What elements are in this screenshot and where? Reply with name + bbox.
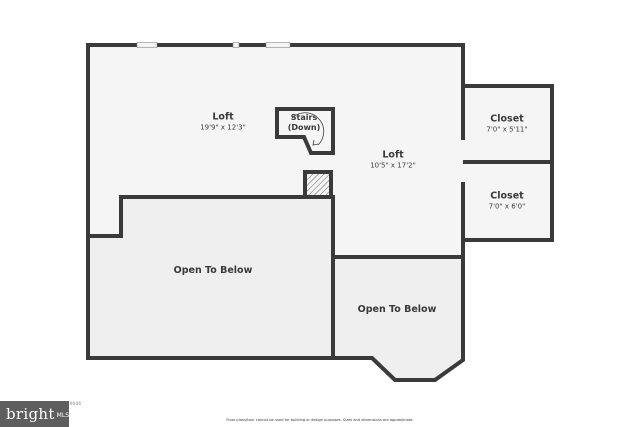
- stairs-arrow-icon: [291, 112, 325, 146]
- closet-top-floor: [463, 86, 552, 162]
- closet-bottom-floor: [463, 162, 552, 240]
- window-1: [136, 42, 158, 48]
- stairs-label: Stairs (Down): [287, 113, 321, 132]
- wall-left-bottom: [86, 236, 465, 382]
- wall-interior-step: [88, 195, 335, 358]
- window-3: [265, 42, 291, 48]
- stairs-arrowhead-icon: [312, 139, 319, 146]
- room-label-closet-top: Closet 7'0" x 5'11": [486, 113, 528, 134]
- window-2: [232, 42, 240, 48]
- room-label-closet-bottom: Closet 7'0" x 6'0": [488, 190, 526, 211]
- column-hatch: [307, 174, 329, 195]
- address-fragment: PA 19046: [60, 402, 82, 407]
- disclaimer-text: Floor plans/tour cannot be used for buil…: [226, 418, 414, 422]
- room-label-loft-right: Loft 10'5" x 17'2": [370, 149, 416, 170]
- room-label-loft-left: Loft 19'9" x 12'3": [200, 111, 246, 132]
- stairs-box: [275, 107, 335, 155]
- loft-floor: [88, 45, 463, 257]
- room-label-open-left: Open To Below: [173, 265, 253, 276]
- open-to-below-right-floor: [333, 257, 463, 380]
- column-box: [303, 170, 333, 199]
- bright-mls-logo: bright MLS: [0, 401, 69, 427]
- open-to-below-left-floor: [88, 197, 333, 358]
- room-label-open-right: Open To Below: [357, 304, 437, 315]
